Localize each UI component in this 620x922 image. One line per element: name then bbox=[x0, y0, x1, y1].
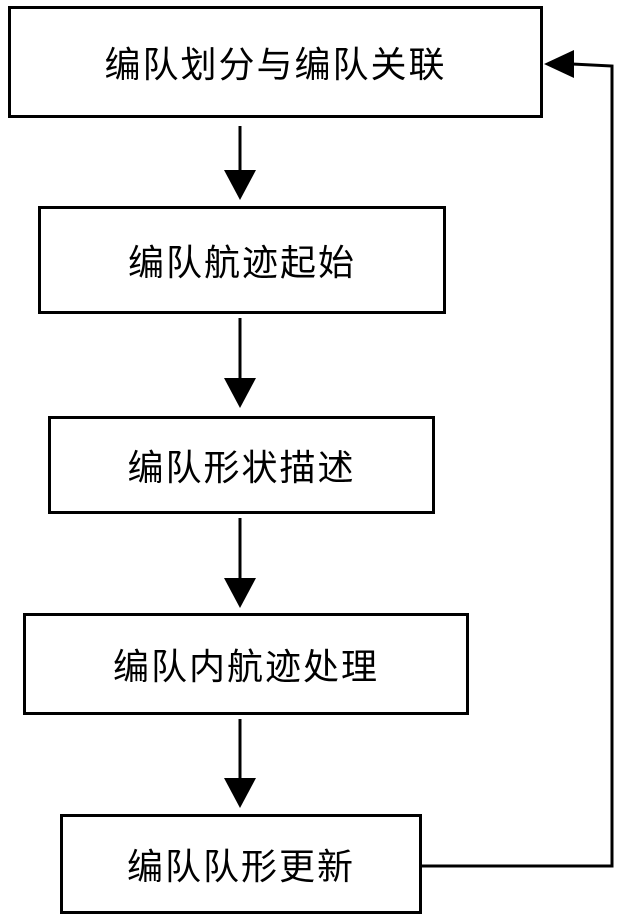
step-box-intra-formation-track-processing: 编队内航迹处理 bbox=[23, 613, 469, 715]
step-label: 编队内航迹处理 bbox=[112, 647, 379, 688]
arrow-step4-to-step5 bbox=[224, 719, 256, 808]
arrow-step1-to-step2 bbox=[224, 126, 256, 200]
step-label: 编队划分与编队关联 bbox=[104, 45, 447, 86]
arrow-step3-to-step4 bbox=[224, 518, 256, 608]
step-label: 编队队形更新 bbox=[126, 847, 355, 888]
step-box-formation-shape-description: 编队形状描述 bbox=[48, 416, 435, 514]
step-box-formation-track-initiation: 编队航迹起始 bbox=[38, 206, 446, 314]
step-box-formation-partition-association: 编队划分与编队关联 bbox=[8, 6, 543, 118]
arrow-step2-to-step3 bbox=[224, 318, 256, 408]
feedback-loop-arrow bbox=[422, 50, 614, 868]
step-box-formation-shape-update: 编队队形更新 bbox=[60, 814, 422, 914]
step-label: 编队航迹起始 bbox=[127, 243, 356, 284]
step-label: 编队形状描述 bbox=[127, 448, 356, 489]
